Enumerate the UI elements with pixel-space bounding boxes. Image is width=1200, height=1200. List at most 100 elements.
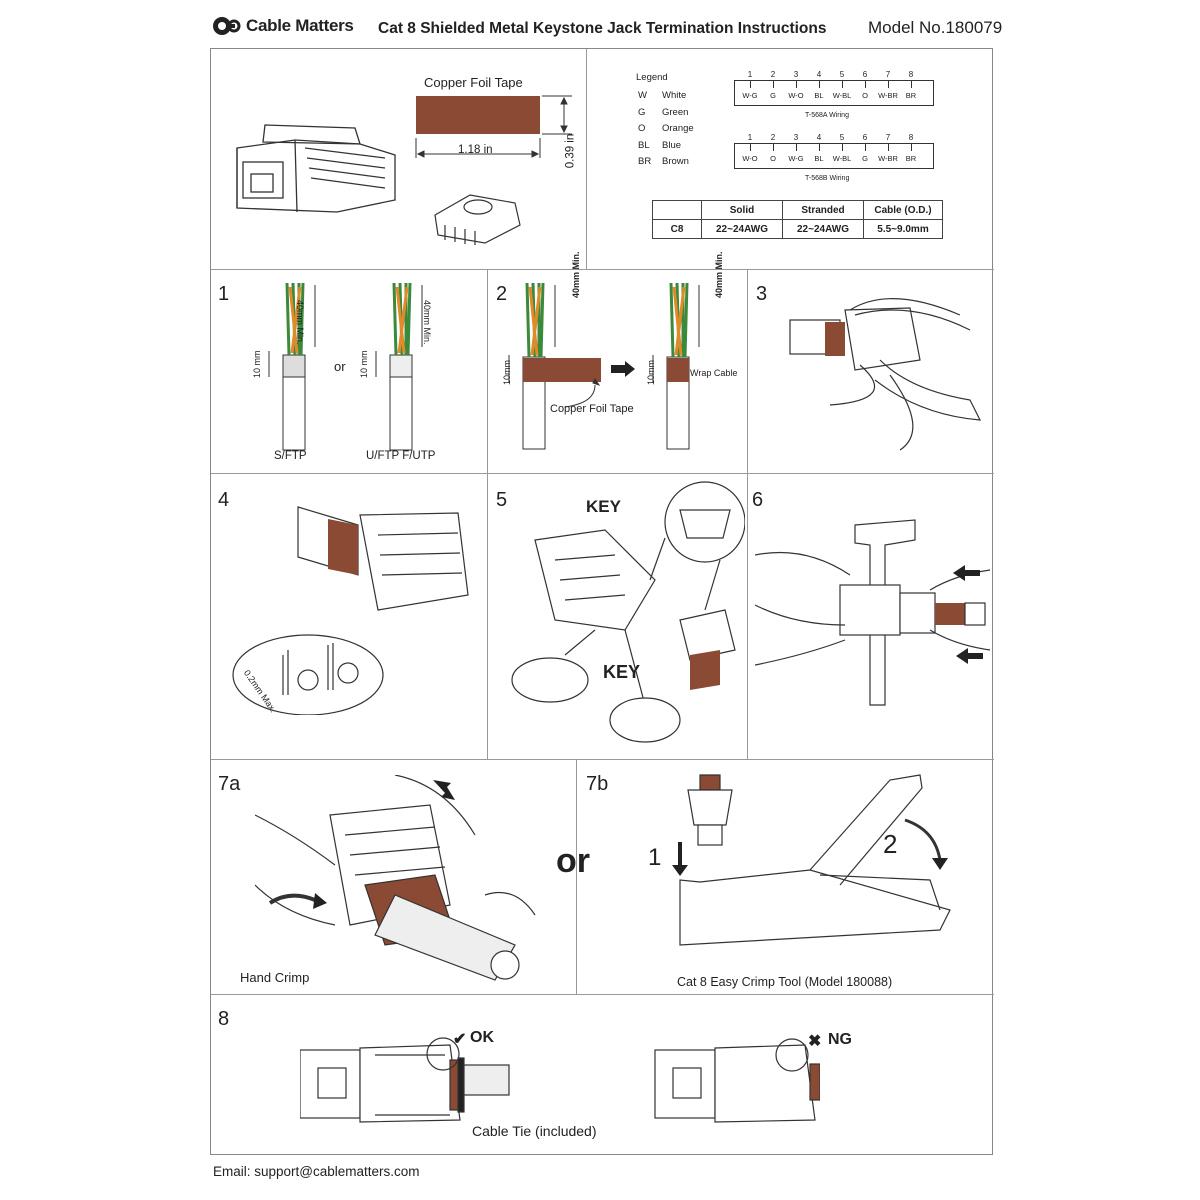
step-1-type-sftp: S/FTP [274,450,307,462]
t568b-pin-tick [888,143,889,151]
t568b-pin-tick [796,143,797,151]
t568b-pin-number: 6 [862,133,868,142]
col-divider [576,759,577,994]
step-4-number: 4 [218,489,230,511]
step-1-strip-b: 10 mm [359,350,369,378]
t568b-pin-tick [865,143,866,151]
step-7b-step-2: 2 [883,829,898,859]
step-7a-hand-crimp-illustration [255,775,536,981]
legend-code-bl: BL [638,140,650,151]
row-divider [211,994,994,995]
col-divider [747,269,748,759]
t568a-pin-tick [796,80,797,88]
legend-name-g: Green [662,107,689,118]
t568a-pin-number: 8 [908,70,914,79]
spec-header-solid: Solid [701,200,783,220]
t568a-pin-color: O [862,91,868,100]
t568a-pin-tick [750,80,751,88]
step-1-type-uftp: U/FTP F/UTP [366,450,436,462]
foil-width-label: 1.18 in [458,144,493,156]
step-1-number: 1 [218,283,230,305]
step-2-strip-a: 10mm [502,359,512,385]
col-divider [487,269,488,759]
t568a-pin-tick [888,80,889,88]
step-7b-number: 7b [586,773,609,795]
step-8-number: 8 [218,1008,230,1030]
model-number: Model No.180079 [868,18,1003,37]
step-6-press-illustration [755,519,990,706]
support-email: Email: support@cablematters.com [213,1164,420,1179]
t568b-pin-color: BL [814,154,824,163]
step-1-cable-illustration [268,282,423,451]
t568a-pin-number: 3 [793,70,799,79]
brand-logo: Cable Matters [212,14,354,38]
spec-header-stranded: Stranded [782,200,864,220]
legend-code-o: O [638,123,646,134]
cable-spec-table: Solid Stranded Cable (O.D.) C8 22~24AWG … [652,200,943,239]
legend-name-br: Brown [662,156,689,167]
spec-header-empty [652,200,702,220]
t568a-pin-tick [773,80,774,88]
step-2-number: 2 [496,283,508,305]
legend-name-o: Orange [662,123,694,134]
step-1-length-a: 40mm Min. [295,300,305,345]
step-1-strip-a: 10 mm [252,350,262,378]
t568b-pin-tick [842,143,843,151]
legend-code-g: G [638,107,646,118]
foil-tape-title: Copper Foil Tape [424,75,523,90]
step-3-wire-trim-illustration [789,298,982,451]
t568a-pin-tick [911,80,912,88]
t568a-pin-number: 4 [816,70,822,79]
foil-dimension-lines [415,95,572,158]
t568a-pin-number: 1 [747,70,753,79]
keystone-jack-illustration [236,124,396,213]
t568b-caption: T-568B Wiring [805,175,850,182]
or-divider-label: or [556,842,590,880]
t568b-pin-tick [911,143,912,151]
t568b-pin-number: 1 [747,133,753,142]
t568b-pin-color: W-BR [878,154,898,163]
t568a-pin-color: W-G [742,91,758,100]
step-7b-step-1: 1 [648,844,662,871]
t568b-pin-color: BR [905,154,917,163]
t568b-pin-tick [750,143,751,151]
step-6-number: 6 [752,489,764,511]
t568b-pin-number: 2 [770,133,776,142]
step-5-number: 5 [496,489,508,511]
page-title: Cat 8 Shielded Metal Keystone Jack Termi… [378,20,827,37]
step-5-key-alignment-illustration [511,481,745,743]
step-2-wrap-label: Wrap Cable [690,368,738,378]
row-divider [211,473,994,474]
step-5-key-bottom: KEY [603,662,641,682]
foil-height-label: 0.39 in [564,133,577,169]
legend-name-w: White [662,90,687,101]
t568b-pin-tick [773,143,774,151]
instruction-grid [210,48,994,1155]
spec-cell-solid: 22~24AWG [701,219,783,239]
step-7a-number: 7a [218,773,241,795]
step-2-length-b: 40mm Min. [714,251,724,298]
t568a-pin-color: W-BR [878,91,898,100]
t568b-pin-number: 7 [885,133,891,142]
step-8-ok-check-icon: ✔ [453,1031,467,1048]
t568b-pin-number: 8 [908,133,914,142]
step-8-ng-label: NG [828,1031,852,1048]
t568a-pin-tick [819,80,820,88]
t568a-pin-color: BR [905,91,917,100]
copper-foil-tape-swatch [416,96,540,134]
step-8-ng-cross-icon: ✖ [808,1033,822,1050]
t568a-pin-color: G [770,91,776,100]
t568a-pin-number: 6 [862,70,868,79]
step-2-length-a: 40mm Min. [571,251,581,298]
col-divider [586,49,587,269]
step-2-foil-wrap-illustration [508,282,700,450]
spec-header-od: Cable (O.D.) [863,200,943,220]
step-7b-crimp-tool-illustration [672,774,951,946]
step-1-or: or [334,359,346,374]
step-4-seating-illustration [232,506,469,715]
step-5-key-top: KEY [586,497,621,516]
t568a-pin-number: 2 [770,70,776,79]
t568b-pin-color: O [770,154,776,163]
step-2-strip-b: 10mm [646,359,656,385]
step-8-ok-label: OK [470,1029,494,1046]
